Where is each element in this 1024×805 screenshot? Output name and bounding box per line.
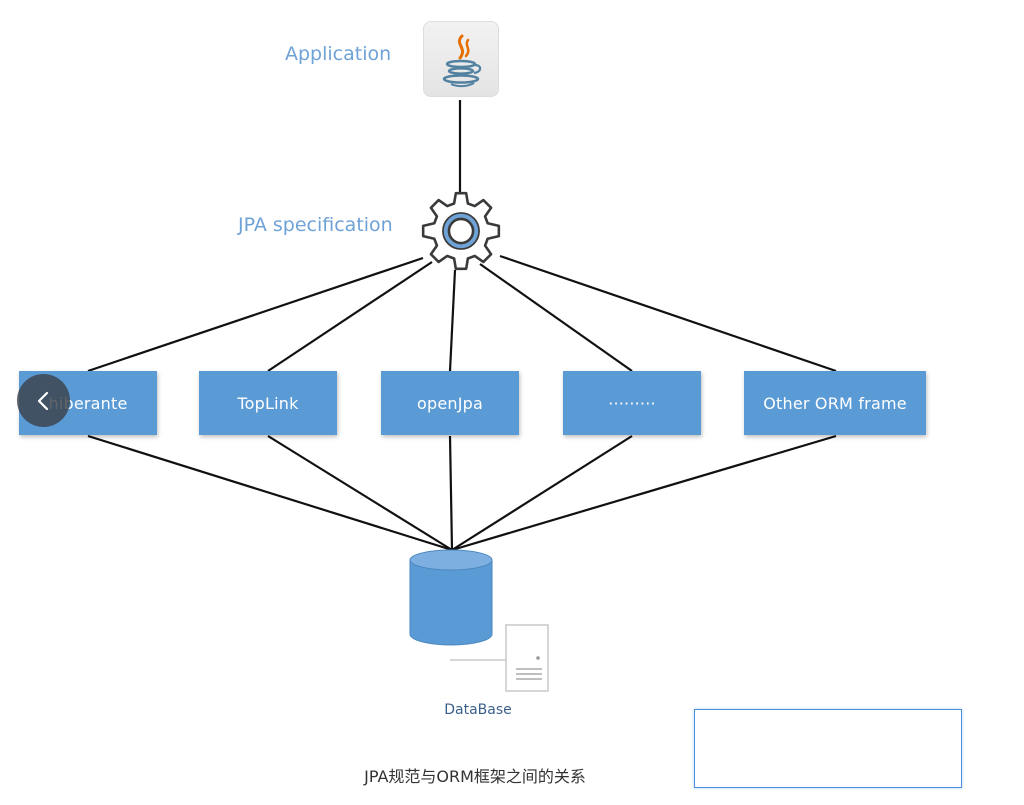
orm-to-db-line	[451, 435, 633, 551]
server-icon	[450, 623, 550, 693]
gear-icon	[418, 188, 504, 274]
chevron-left-icon	[37, 391, 48, 410]
orm-box-other: Other ORM frame	[744, 371, 926, 435]
orm-to-db-line	[267, 435, 453, 551]
orm-box-openjpa: openJpa	[381, 371, 519, 435]
orm-box-toplink: TopLink	[199, 371, 337, 435]
blank-input-box[interactable]	[694, 709, 962, 788]
database-label: DataBase	[444, 702, 512, 718]
orm-to-db-line	[448, 435, 454, 551]
spec-to-orm-line	[479, 263, 633, 372]
orm-box-label: Other ORM frame	[763, 393, 907, 413]
spec-label: JPA specification	[238, 214, 393, 236]
orm-to-db-line	[451, 434, 837, 552]
orm-box-label: TopLink	[237, 393, 299, 413]
diagram-caption: JPA规范与ORM框架之间的关系	[364, 767, 586, 786]
application-label: Application	[285, 43, 392, 65]
back-button[interactable]	[17, 374, 70, 427]
spec-to-orm-line	[448, 269, 457, 372]
orm-to-db-line	[87, 434, 453, 552]
spec-to-orm-line	[87, 256, 424, 373]
java-icon	[423, 21, 499, 97]
orm-box-label: openJpa	[416, 393, 483, 413]
orm-box-ellipsis: ·········	[563, 371, 701, 435]
spec-to-orm-line	[499, 254, 837, 373]
orm-box-label: ·········	[608, 393, 656, 413]
spec-to-orm-line	[267, 261, 433, 372]
database-icon	[408, 548, 494, 648]
